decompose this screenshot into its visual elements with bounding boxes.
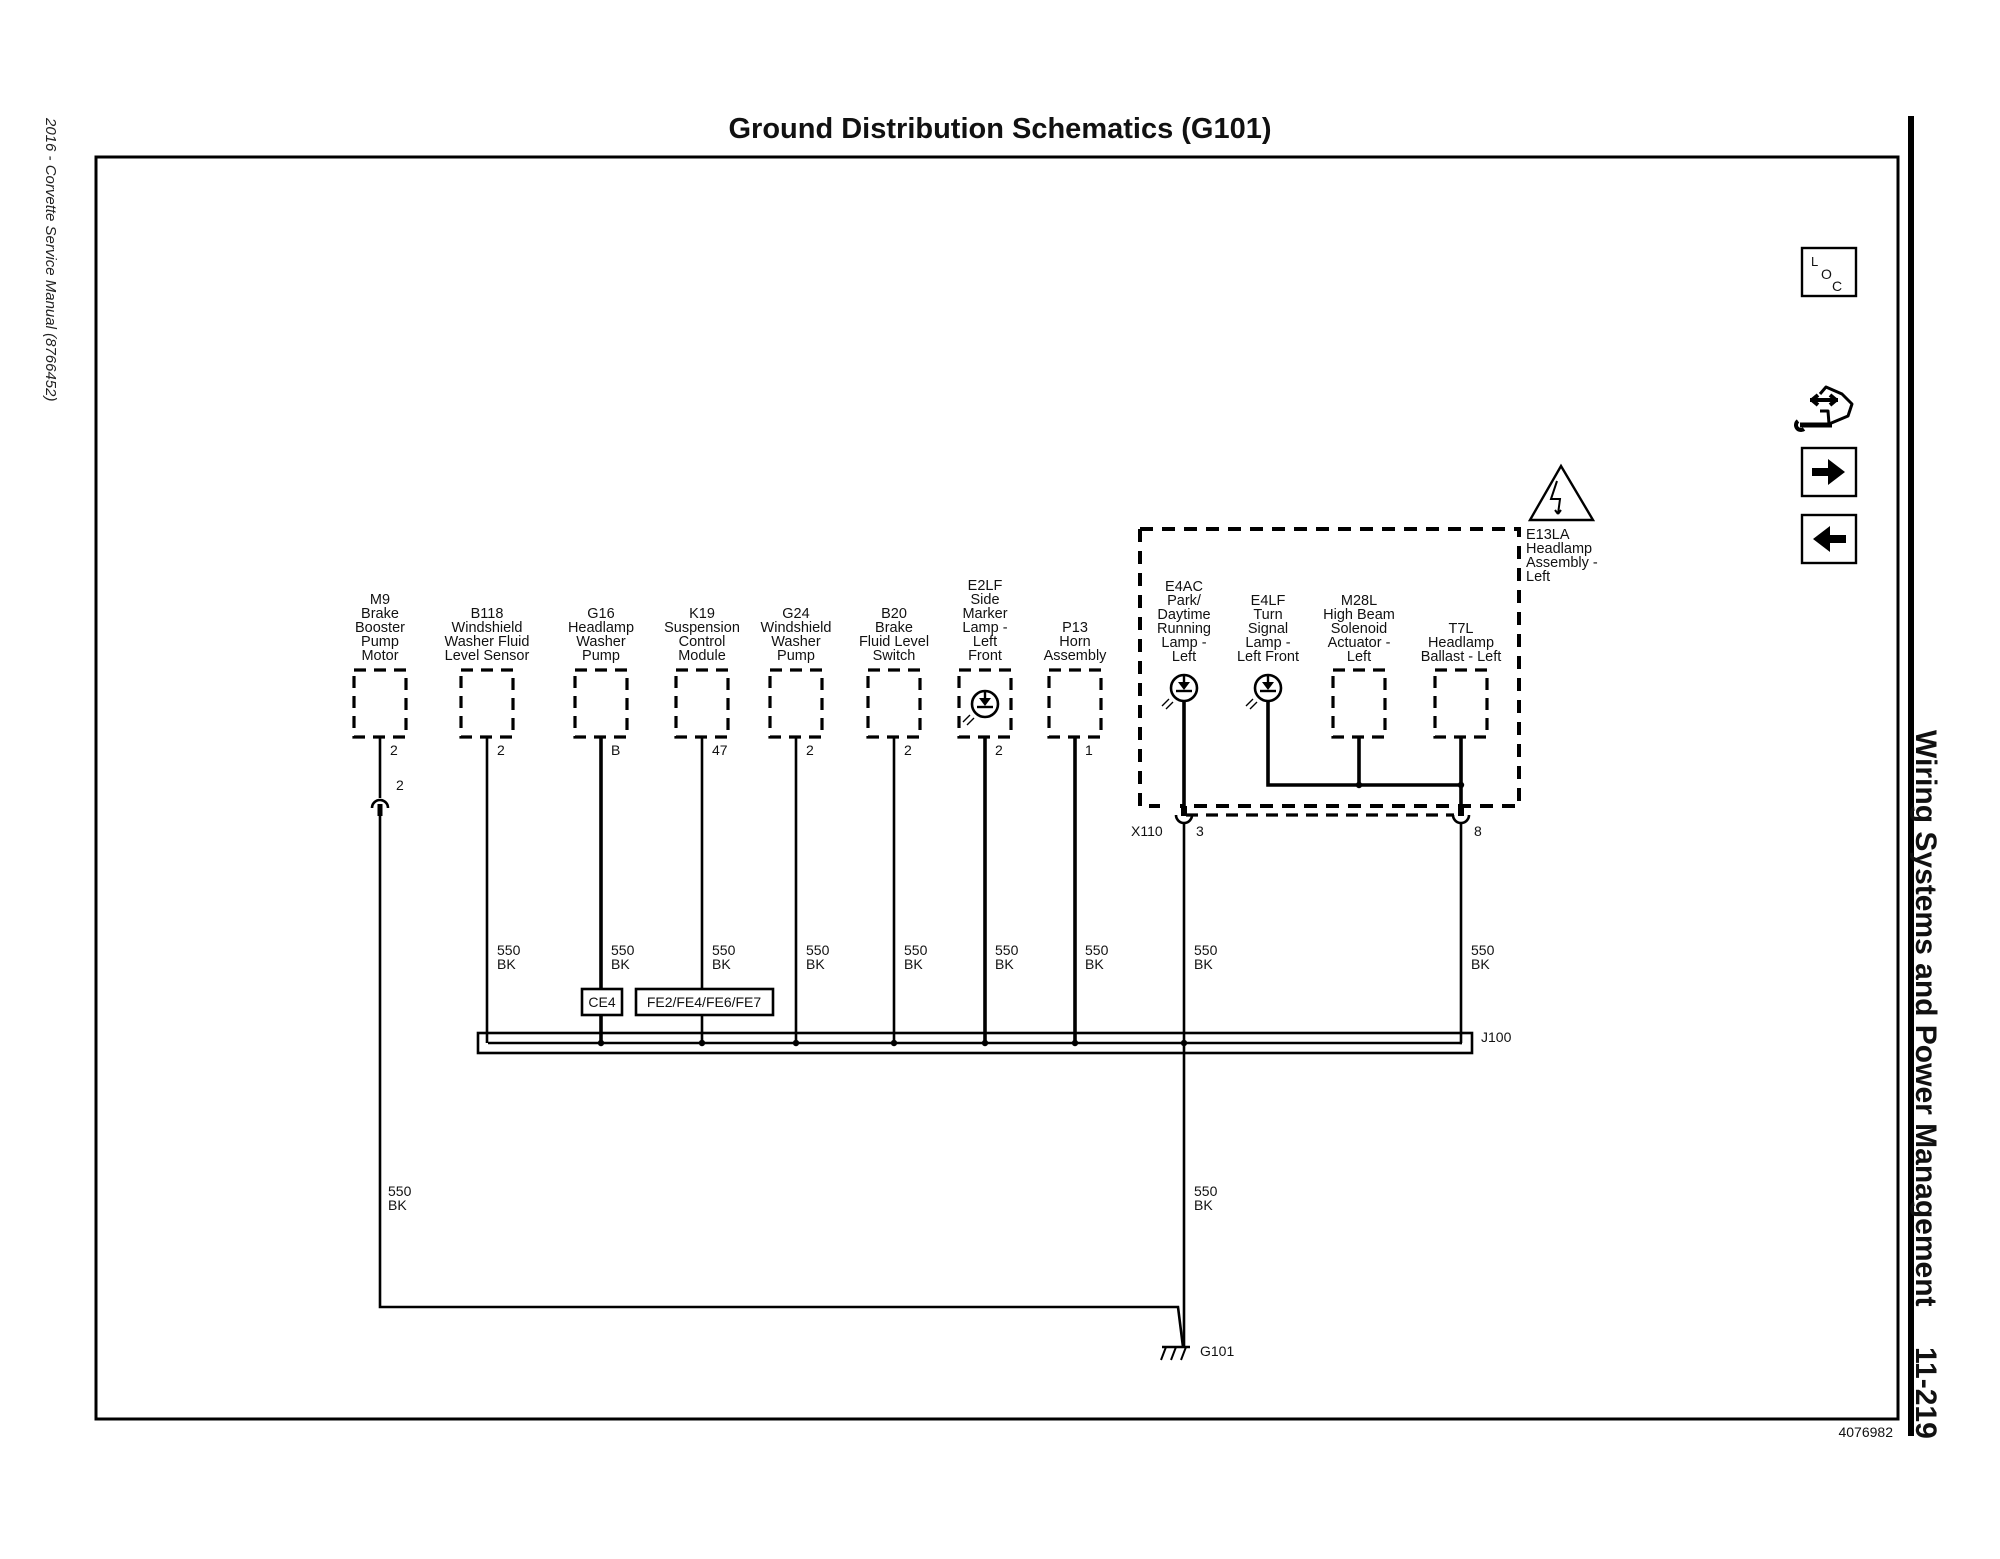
component-outline xyxy=(768,668,824,739)
x110-pin3-terminal xyxy=(1174,814,1194,825)
wire-x110-pin8 xyxy=(1459,823,1463,1045)
page-number: 11-219 xyxy=(1909,1347,1942,1439)
splice-pack-j100: J100 xyxy=(476,1029,1512,1055)
pin-label: 1 xyxy=(1085,742,1093,758)
splice-node xyxy=(1457,781,1465,789)
assembly-label: E13LA Headlamp Assembly - Left xyxy=(1526,527,1602,585)
section-title: Wiring Systems and Power Management xyxy=(1909,730,1942,1307)
component-outline xyxy=(459,668,515,739)
svg-text:L: L xyxy=(1811,254,1818,269)
component-outline xyxy=(1433,668,1489,739)
pin-label: B xyxy=(611,742,620,758)
pin-label: 2 xyxy=(995,742,1003,758)
splice-node xyxy=(1355,781,1363,789)
next-page-icon[interactable] xyxy=(1800,446,1858,498)
x110-pin-8: 8 xyxy=(1474,823,1482,839)
x110-pin8-terminal xyxy=(1451,814,1471,825)
e13la-assembly-outline xyxy=(1140,527,1521,808)
pin-label: 2 xyxy=(904,742,912,758)
pin-label: 2 xyxy=(806,742,814,758)
svg-text:O: O xyxy=(1821,266,1832,282)
pin-label: 2 xyxy=(497,742,505,758)
high-voltage-warning-icon xyxy=(1527,463,1596,522)
x110-pin-3: 3 xyxy=(1196,823,1204,839)
wire-e4lf xyxy=(1266,701,1461,787)
diagram-frame xyxy=(94,155,1900,1421)
pin-label: 47 xyxy=(712,742,728,758)
option-box-ce4: CE4 xyxy=(580,987,624,1017)
pin-label: 2 xyxy=(390,742,398,758)
figure-id: 4076982 xyxy=(1838,1424,1893,1440)
repair-procedure-icon[interactable] xyxy=(1794,385,1854,432)
ground-label: G101 xyxy=(1200,1343,1234,1359)
component-outline xyxy=(1331,668,1387,739)
previous-page-icon[interactable] xyxy=(1800,513,1858,565)
ground-g101: G101 xyxy=(1160,1343,1234,1361)
svg-text:CE4: CE4 xyxy=(588,994,615,1010)
component-outline xyxy=(1047,668,1103,739)
splice-label: J100 xyxy=(1481,1029,1512,1045)
component-outline xyxy=(866,668,922,739)
component-outline xyxy=(352,668,408,739)
svg-text:C: C xyxy=(1832,278,1842,294)
component-outline xyxy=(573,668,629,739)
x110-label: X110 xyxy=(1131,823,1163,839)
svg-text:FE2/FE4/FE6/FE7: FE2/FE4/FE6/FE7 xyxy=(647,994,762,1010)
page-title: Ground Distribution Schematics (G101) xyxy=(728,113,1271,145)
manual-side-note: 2016 - Corvette Service Manual (8766452) xyxy=(42,117,59,402)
inline-connector-icon xyxy=(370,798,390,809)
location-icon[interactable]: L O C xyxy=(1800,246,1858,298)
option-box-fe: FE2/FE4/FE6/FE7 xyxy=(634,987,775,1017)
component-outline xyxy=(674,668,730,739)
wire-m9-to-ground xyxy=(378,816,1185,1348)
inline-pin-label: 2 xyxy=(396,777,404,793)
